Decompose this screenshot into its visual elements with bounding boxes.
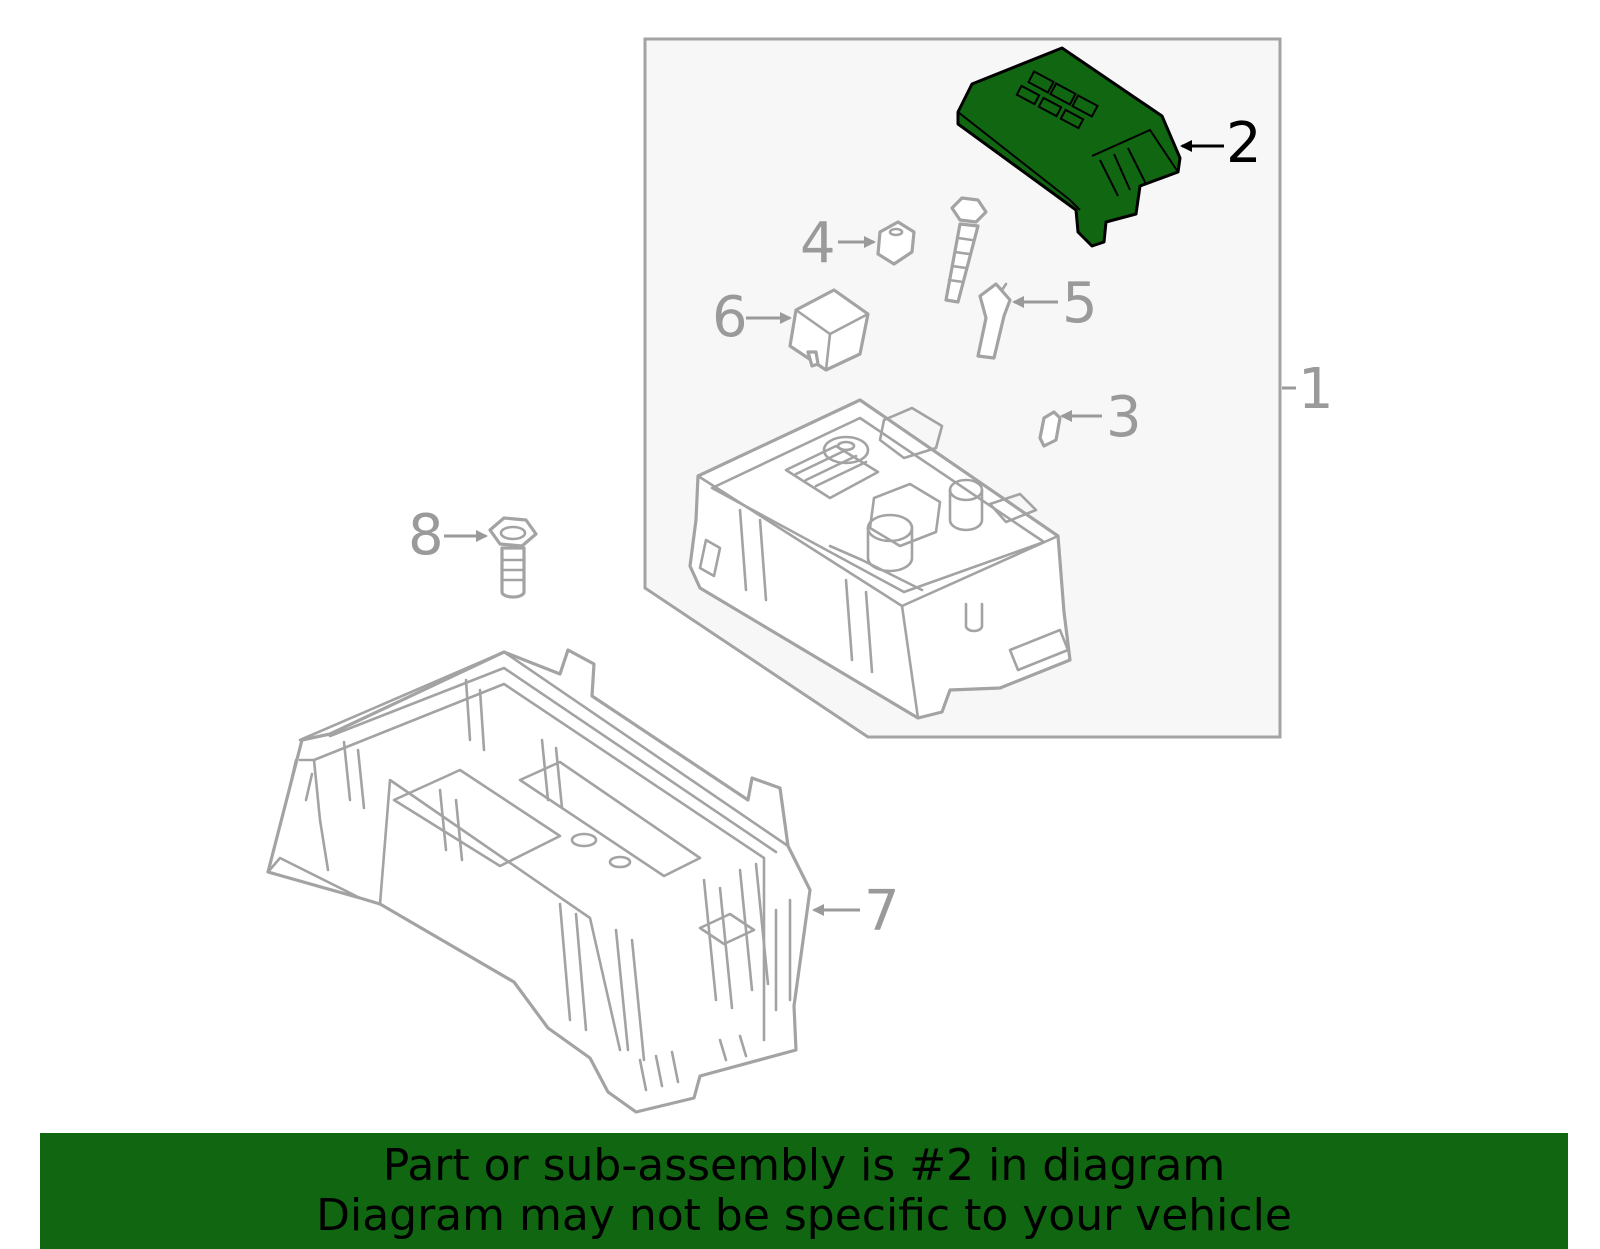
part-6-relay[interactable]	[788, 288, 870, 372]
part-fuse-block[interactable]	[688, 398, 1072, 720]
part-8-bolt[interactable]	[488, 516, 538, 599]
callout-3: 3	[1106, 385, 1142, 450]
callout-1: 1	[1298, 357, 1334, 422]
callout-4: 4	[800, 211, 836, 276]
callout-8: 8	[408, 503, 444, 568]
banner-line-disclaimer: Diagram may not be specific to your vehi…	[316, 1190, 1292, 1241]
part-4-clip[interactable]	[876, 220, 916, 266]
callout-6: 6	[712, 285, 748, 350]
callout-2[interactable]: 2	[1226, 111, 1262, 176]
info-banner: Part or sub-assembly is #2 in diagram Di…	[40, 1133, 1568, 1249]
part-7-base-tray[interactable]	[266, 648, 812, 1114]
part-5-fuse[interactable]	[976, 282, 1012, 360]
part-bolt-long[interactable]	[944, 196, 988, 304]
part-2-cover[interactable]	[956, 46, 1182, 248]
callout-7: 7	[864, 879, 900, 944]
part-3-terminal[interactable]	[1038, 410, 1062, 448]
callout-5: 5	[1062, 271, 1098, 336]
banner-line-part: Part or sub-assembly is #2 in diagram	[382, 1140, 1226, 1191]
